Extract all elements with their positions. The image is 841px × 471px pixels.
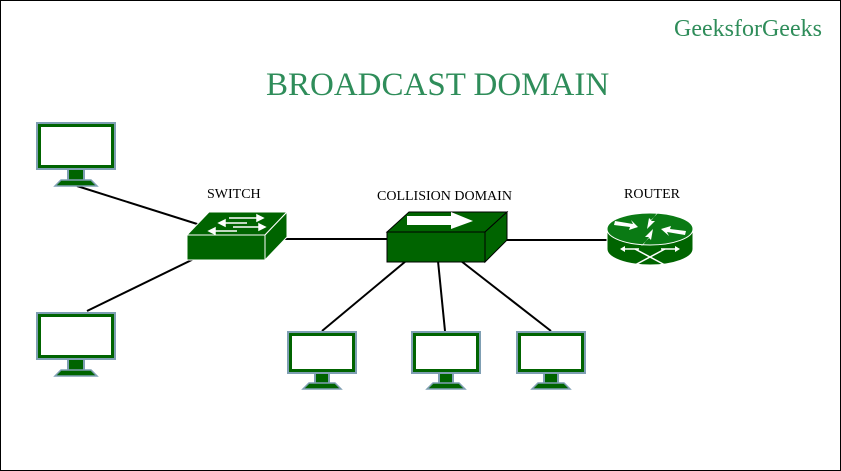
brand-logo-text: GeeksforGeeks	[674, 16, 822, 42]
diagram-title: BROADCAST DOMAIN	[266, 67, 610, 103]
router-icon[interactable]	[605, 207, 695, 269]
link-hub-pc-bottom-2	[437, 260, 446, 332]
router-label: ROUTER	[624, 187, 680, 202]
switch-label: SWITCH	[207, 187, 261, 202]
computer-icon[interactable]	[286, 330, 360, 390]
link-hub-pc-bottom-1	[321, 260, 407, 332]
computer-icon[interactable]	[410, 330, 484, 390]
switch-icon[interactable]	[185, 210, 289, 262]
link-pc-bottom-left-switch	[86, 252, 207, 312]
link-hub-pc-bottom-3	[460, 260, 552, 332]
link-pc-top-left-switch	[76, 185, 214, 230]
computer-icon[interactable]	[35, 311, 119, 377]
hub-icon[interactable]	[385, 210, 509, 264]
computer-icon[interactable]	[35, 121, 119, 187]
computer-icon[interactable]	[515, 330, 589, 390]
collision-domain-label: COLLISION DOMAIN	[377, 189, 512, 204]
